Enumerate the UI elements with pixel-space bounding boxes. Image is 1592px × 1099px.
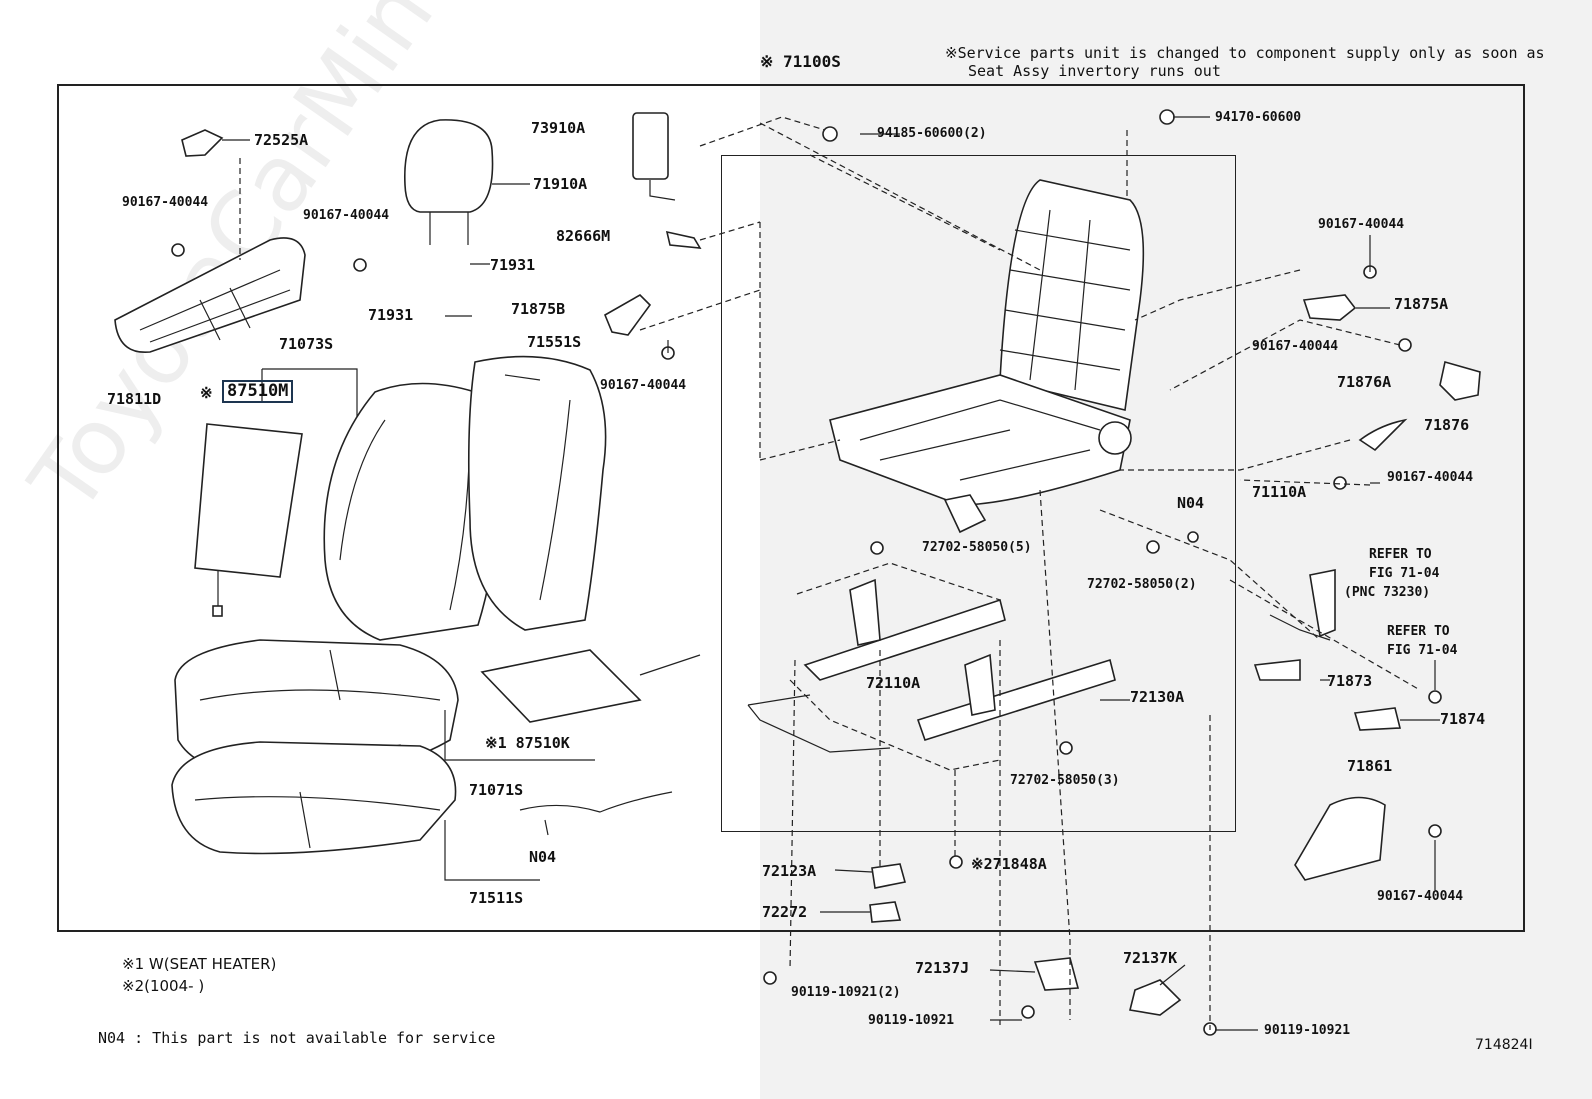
part-90167-40044-c: 90167-40044 — [600, 378, 687, 393]
part-71875B: 71875B — [511, 300, 566, 318]
part-94185-60600: 94185-60600(2) — [877, 126, 987, 141]
assembly-label: ※ 71100S — [760, 52, 841, 71]
part-90119-10921-c: 90119-10921 — [1264, 1023, 1351, 1038]
part-87510M-mark: ※ — [200, 384, 213, 402]
part-71931-b: 71931 — [368, 306, 414, 324]
part-72137K: 72137K — [1123, 949, 1178, 967]
part-71931-a: 71931 — [490, 256, 536, 274]
part-82666M: 82666M — [556, 227, 611, 245]
part-72137J: 72137J — [915, 959, 970, 977]
part-71873: 71873 — [1327, 672, 1373, 690]
part-87510K: ※1 87510K — [485, 734, 570, 752]
solid-leaders — [445, 116, 1440, 1031]
part-72110A: 72110A — [866, 674, 921, 692]
part-71073S: 71073S — [279, 335, 334, 353]
part-71071S: 71071S — [469, 781, 524, 799]
dashed-leaders — [759, 122, 1421, 1030]
refer-note-2-fig: FIG 71-04 — [1387, 643, 1458, 658]
part-73910A: 73910A — [531, 119, 586, 137]
part-71551S: 71551S — [527, 333, 582, 351]
service-note-2: Seat Assy invertory runs out — [968, 62, 1221, 80]
part-87510M[interactable]: 87510M — [222, 380, 294, 403]
seat-rail-shapes — [747, 562, 1116, 771]
heater-mat-shape — [194, 368, 358, 617]
seat-frame-inner-box — [721, 155, 1236, 832]
part-71811D: 71811D — [107, 390, 162, 408]
part-71861: 71861 — [1347, 757, 1393, 775]
right-side-parts — [869, 294, 1481, 1016]
part-94170-60600: 94170-60600 — [1215, 110, 1302, 125]
refer-note-1-pnc: (PNC 73230) — [1344, 585, 1431, 600]
part-72123A: 72123A — [762, 862, 817, 880]
part-90167-40044-d: 90167-40044 — [1318, 217, 1405, 232]
part-72272: 72272 — [762, 903, 808, 921]
cushion-heater-mat-shape — [480, 649, 701, 836]
refer-note-2: REFER TO — [1387, 624, 1450, 639]
part-71876: 71876 — [1424, 416, 1470, 434]
service-note: ※Service parts unit is changed to compon… — [945, 44, 1545, 62]
part-71910A: 71910A — [533, 175, 588, 193]
part-90119-10921-b: 90119-10921 — [868, 1013, 955, 1028]
refer-note-1-fig: FIG 71-04 — [1369, 566, 1440, 581]
part-90167-40044-a: 90167-40044 — [122, 195, 209, 210]
note-n04: N04 : This part is not available for ser… — [98, 1029, 496, 1047]
part-71848A: ※271848A — [971, 855, 1047, 873]
figure-number: 714824I — [1475, 1037, 1533, 1053]
part-71875A: 71875A — [1394, 295, 1449, 313]
part-90119-10921-a: 90119-10921(2) — [791, 985, 901, 1000]
seatback-pad-shape — [467, 355, 607, 631]
part-71511S: 71511S — [469, 889, 524, 907]
part-71876A: 71876A — [1337, 373, 1392, 391]
bracket-shapes — [603, 221, 761, 336]
part-90167-40044-f: 90167-40044 — [1387, 470, 1474, 485]
airbag-module-shape — [632, 112, 836, 201]
part-90167-40044-g: 90167-40044 — [1377, 889, 1464, 904]
headrest-shape — [404, 119, 530, 245]
part-71874: 71874 — [1440, 710, 1486, 728]
part-90167-40044-b: 90167-40044 — [303, 208, 390, 223]
note-w2: ※2(1004- ) — [122, 977, 205, 995]
part-72702-58050-c: 72702-58050(3) — [1010, 773, 1120, 788]
shield-shape — [114, 129, 306, 353]
part-71110A: 71110A — [1252, 483, 1307, 501]
cushion-pad-shape — [171, 741, 540, 881]
part-N04-b: N04 — [1177, 494, 1205, 512]
part-72130A: 72130A — [1130, 688, 1185, 706]
part-72702-58050-a: 72702-58050(5) — [922, 540, 1032, 555]
part-72702-58050-b: 72702-58050(2) — [1087, 577, 1197, 592]
refer-note-1: REFER TO — [1369, 547, 1432, 562]
part-90167-40044-e: 90167-40044 — [1252, 339, 1339, 354]
seat-frame-shape — [829, 179, 1145, 534]
note-w1: ※1 W(SEAT HEATER) — [122, 955, 277, 973]
part-72525A: 72525A — [254, 131, 309, 149]
part-N04-a: N04 — [529, 848, 557, 866]
